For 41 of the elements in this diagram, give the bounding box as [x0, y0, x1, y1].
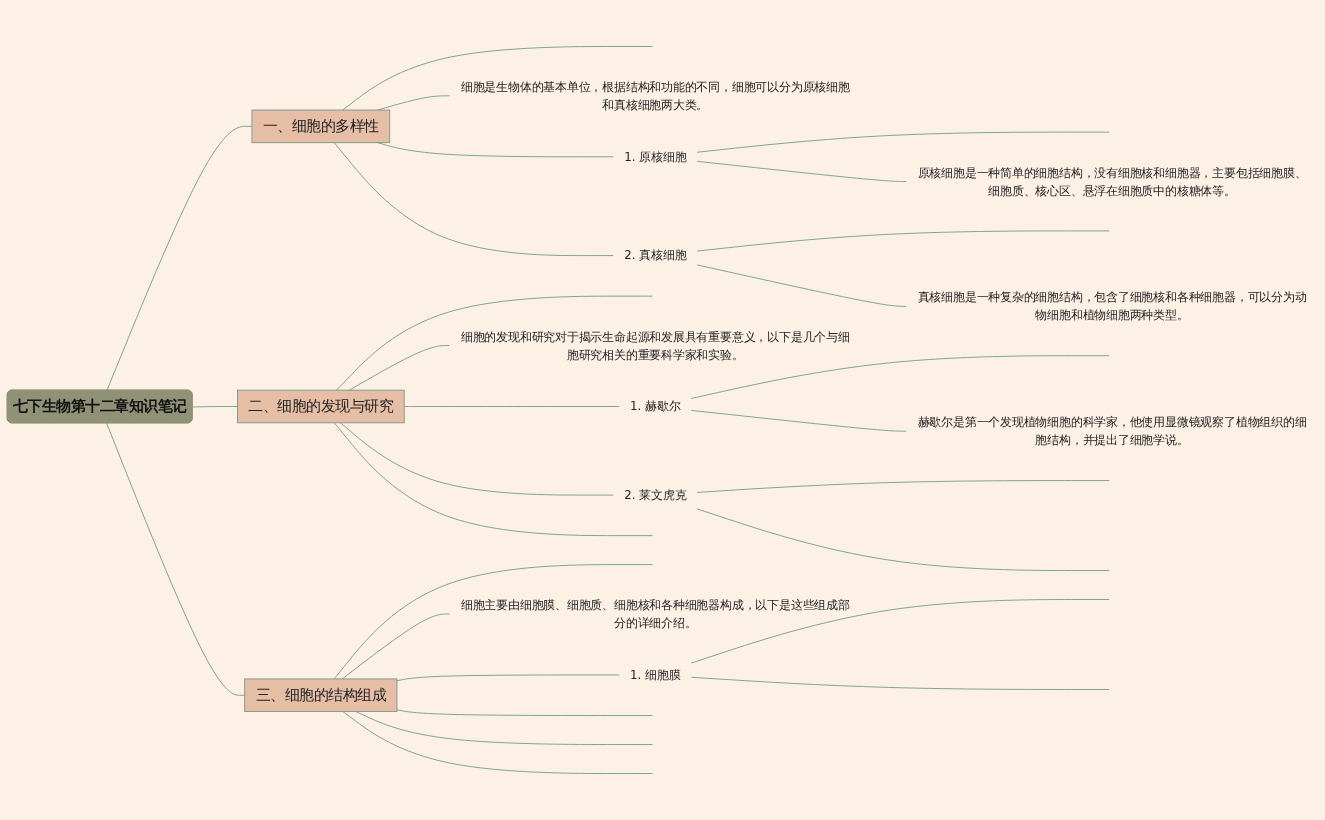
node-text: 1. 细胞膜: [630, 667, 681, 682]
connector: [377, 95, 450, 111]
connector: [696, 160, 907, 182]
connector: [341, 613, 450, 680]
node-text: 细胞的发现和研究对于揭示生命起源和发展具有重要意义，以下是几个与细胞研究相关的重要科学家和实验。: [460, 329, 850, 361]
connector: [690, 409, 907, 432]
connector: [333, 142, 614, 257]
node-text: 原核细胞是一种简单的细胞结构，没有细胞核和细胞器，主要包括细胞膜、细胞质、核心区、悬浮在细胞质中的核糖体等。: [917, 165, 1307, 197]
connector: [396, 709, 653, 716]
node-text: 2. 莱文虎克: [624, 488, 687, 502]
connector: [339, 422, 614, 496]
connector: [342, 46, 653, 111]
connector: [690, 355, 1110, 399]
node-text: 真核细胞是一种复杂的细胞结构，包含了细胞核和各种细胞器，可以分为动物细胞和植物细胞两种类型。: [917, 290, 1307, 322]
node-text: 细胞主要由细胞膜、细胞质、细胞核和各种细胞器构成，以下是这些组成部分的详细介绍。: [460, 598, 850, 630]
node-box: 三、细胞的结构组成: [244, 678, 398, 713]
connector: [106, 422, 246, 696]
connector: [403, 406, 620, 407]
connector: [696, 264, 907, 307]
connector: [336, 295, 653, 391]
node-box: 二、细胞的发现与研究: [237, 389, 405, 424]
connector: [696, 131, 1110, 153]
connector: [396, 674, 620, 682]
node-text: 赫歇尔是第一个发现植物细胞的科学家，他使用显微镜观察了植物组织的细胞结构，并提出了细胞学说。: [917, 415, 1307, 447]
connector: [690, 599, 1110, 664]
connector: [106, 125, 253, 392]
connector: [696, 480, 1110, 493]
node-text: 1. 原核细胞: [624, 149, 687, 164]
node-text: 1. 赫歇尔: [630, 399, 681, 414]
connector: [192, 406, 238, 408]
connector: [333, 564, 653, 680]
connector: [696, 230, 1110, 252]
node-box: 一、细胞的多样性: [251, 109, 391, 144]
connector: [348, 345, 450, 391]
node-text: 2. 真核细胞: [624, 248, 687, 263]
connector: [690, 676, 1110, 690]
connector: [342, 711, 653, 774]
connector: [696, 508, 1110, 571]
connector: [333, 422, 653, 537]
node-text: 细胞是生物体的基本单位，根据结构和功能的不同，细胞可以分为原核细胞和真核细胞两大类。: [460, 80, 850, 112]
connector: [355, 711, 653, 745]
